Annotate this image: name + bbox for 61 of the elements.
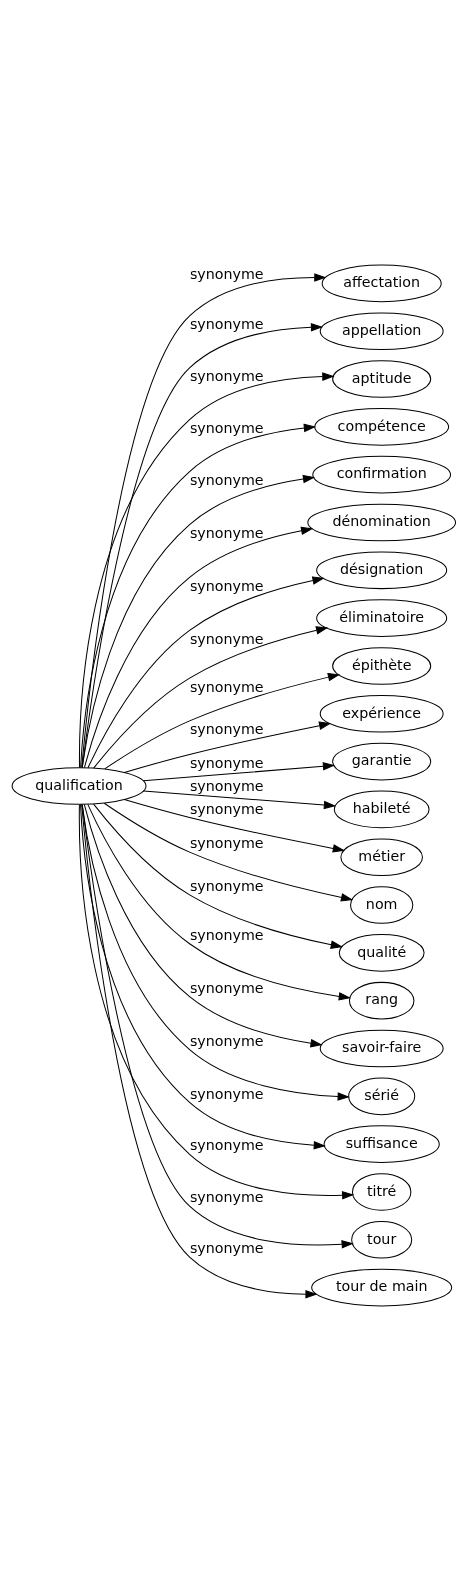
arrow	[81, 474, 316, 769]
edge-label: synonyme	[189, 630, 264, 647]
node-ellipse: titré	[351, 1173, 412, 1211]
edge-label: synonyme	[189, 1085, 264, 1102]
arrow	[104, 673, 341, 770]
arrow	[87, 803, 351, 1001]
edge-label: synonyme	[189, 1189, 264, 1206]
edge-label: synonyme	[189, 316, 264, 333]
node-ellipse: tour	[351, 1220, 413, 1259]
arrow	[79, 372, 335, 768]
edge-label: synonyme	[189, 979, 264, 996]
arrow	[80, 803, 326, 1150]
node-ellipse: dénomination	[307, 503, 457, 542]
arrow	[123, 799, 345, 853]
edge-label: synonyme	[189, 368, 264, 385]
edge-label: synonyme	[189, 577, 264, 594]
edge-label: synonyme	[189, 878, 264, 895]
arrow	[142, 762, 336, 782]
edge-label: synonyme	[189, 678, 264, 695]
edge-label: synonyme	[189, 1032, 264, 1049]
edge-label: synonyme	[189, 721, 264, 738]
arrow	[93, 803, 343, 949]
node-ellipse: rang	[348, 981, 415, 1020]
edge-label: synonyme	[189, 420, 264, 437]
node-ellipse: garantie	[332, 742, 432, 781]
node-ellipse: nom	[350, 886, 414, 924]
arrow	[103, 802, 354, 902]
arrow	[81, 804, 318, 1299]
edge-label: synonyme	[189, 472, 264, 489]
edge-label: synonyme	[189, 1240, 264, 1257]
node-ellipse: désignation	[316, 551, 448, 590]
arrow	[142, 790, 337, 810]
edge-label: synonyme	[189, 835, 264, 852]
node-ellipse: tour de main	[311, 1268, 453, 1307]
arrow	[81, 804, 350, 1101]
edge-label: synonyme	[189, 524, 264, 541]
edge-label: synonyme	[189, 1137, 264, 1154]
edge-label: synonyme	[189, 800, 264, 817]
node-ellipse: sérié	[348, 1077, 416, 1116]
node-ellipse: savoir-faire	[319, 1029, 444, 1068]
node-ellipse: aptitude	[332, 360, 432, 398]
arrow	[87, 576, 325, 769]
edge-label: synonyme	[189, 754, 264, 771]
node-ellipse: confirmation	[312, 455, 452, 494]
node-ellipse: suffisance	[323, 1125, 440, 1163]
edge-label: synonyme	[189, 265, 264, 282]
node-ellipse: habileté	[333, 790, 430, 829]
node-ellipse: compétence	[314, 408, 450, 446]
node-ellipse: qualification	[11, 767, 147, 805]
arrow	[123, 721, 332, 773]
node-ellipse: métier	[340, 838, 423, 877]
arrow	[93, 626, 329, 769]
arrow	[83, 803, 323, 1048]
arrow	[80, 423, 317, 768]
node-ellipse: épithète	[332, 647, 432, 685]
arrow	[83, 526, 314, 769]
node-ellipse: qualité	[338, 934, 425, 972]
edge-label: synonyme	[189, 778, 264, 795]
node-ellipse: appellation	[319, 312, 444, 351]
edge-label: synonyme	[189, 926, 264, 943]
node-ellipse: affectation	[321, 264, 442, 303]
